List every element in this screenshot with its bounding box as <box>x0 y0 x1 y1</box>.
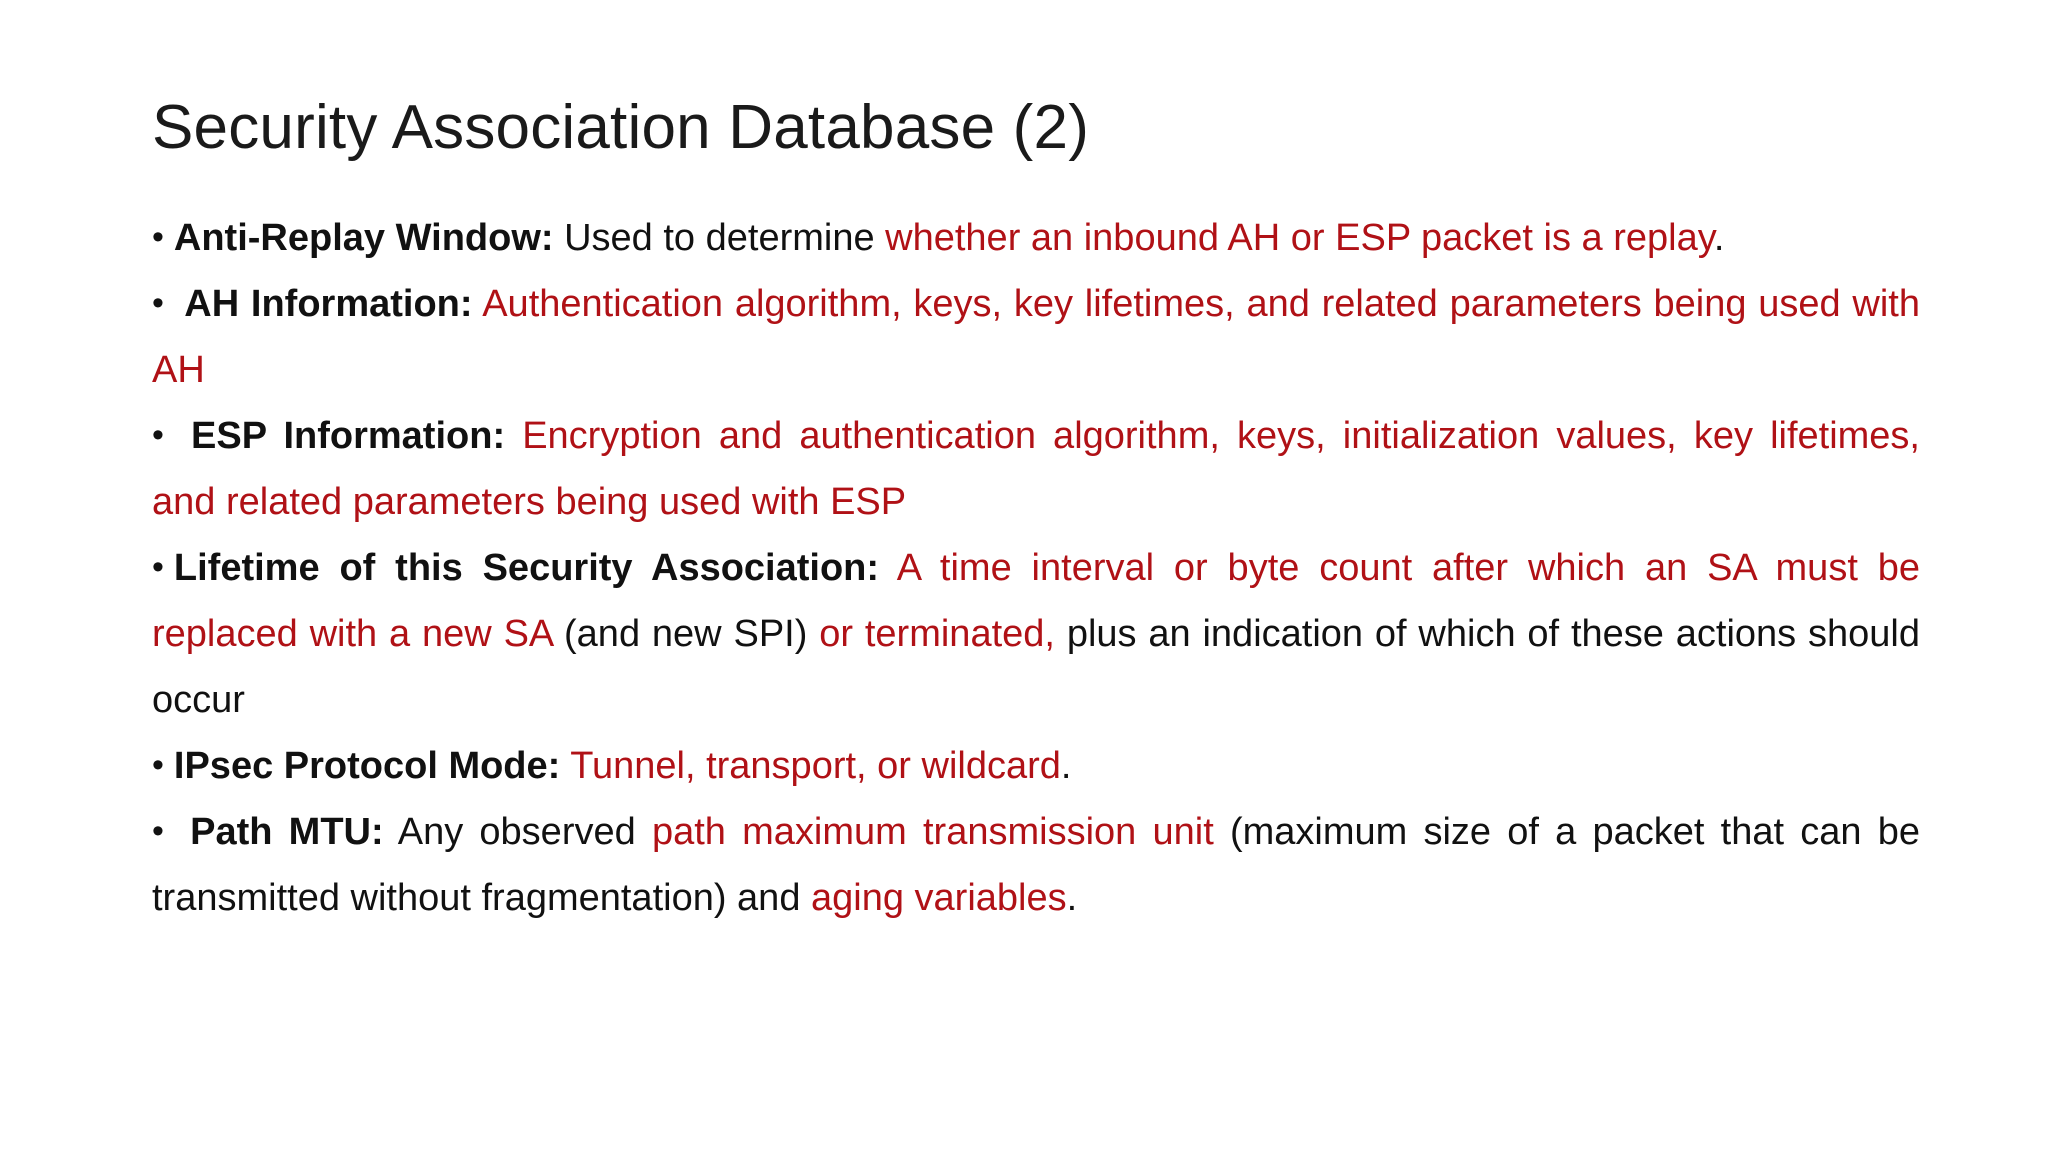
bullet-dot-icon: • <box>152 217 164 256</box>
bullet-segment-1: Tunnel, transport, or wildcard <box>570 745 1061 787</box>
bullet-anti-replay-window: •Anti-Replay Window: Used to determine w… <box>152 205 1920 271</box>
bullet-esp-information: • ESP Information: Encryption and authen… <box>152 403 1920 535</box>
bullet-segment-0: Authentication algorithm, keys, key life… <box>152 283 1920 391</box>
bullet-dot-icon: • <box>152 811 164 850</box>
bullet-segment-3: plus an indication of which of these act… <box>152 613 1920 721</box>
bullet-ipsec-protocol-mode: •IPsec Protocol Mode: Tunnel, transport,… <box>152 733 1920 799</box>
bullet-term: Path MTU: <box>173 811 384 853</box>
bullet-segment-4: . <box>1066 877 1078 919</box>
bullet-segment-2: or terminated, <box>819 613 1055 655</box>
bullet-term: Anti-Replay Window: <box>173 217 554 259</box>
bullet-path-mtu: • Path MTU: Any observed path maximum tr… <box>152 799 1920 931</box>
bullet-segment-0 <box>560 745 570 787</box>
bullet-segment-0: Encryption and authentication algorithm,… <box>152 415 1920 523</box>
bullet-lifetime-of-this-security-association: •Lifetime of this Security Association: … <box>152 535 1920 733</box>
bullet-term: IPsec Protocol Mode: <box>173 745 561 787</box>
bullet-segment-3: aging variables <box>811 877 1067 919</box>
bullet-segment-1: whether an inbound AH or ESP packet is a… <box>885 217 1714 259</box>
bullet-segment-0: Any observed <box>383 811 652 853</box>
bullet-term: AH Information: <box>173 283 473 325</box>
bullet-segment-2: (maximum size of a packet that can be tr… <box>152 811 1920 919</box>
bullet-ah-information: • AH Information: Authentication algorit… <box>152 271 1920 403</box>
bullet-segment-2: . <box>1713 217 1725 259</box>
bullet-dot-icon: • <box>152 547 164 586</box>
bullet-segment-2: . <box>1060 745 1072 787</box>
bullet-segment-0: Used to determine <box>553 217 886 259</box>
bullet-segment-1: (and new SPI) <box>552 613 820 655</box>
page-title: Security Association Database (2) <box>152 92 1090 162</box>
bullet-segment-0: A time interval or byte count after whic… <box>152 547 1920 655</box>
bullet-term: Lifetime of this Security Association: <box>173 547 880 589</box>
bullet-dot-icon: • <box>152 745 164 784</box>
bullet-segment-1: path maximum transmission unit <box>651 811 1214 853</box>
slide-body: •Anti-Replay Window: Used to determine w… <box>152 205 1920 931</box>
bullet-dot-icon: • <box>152 415 164 454</box>
bullet-dot-icon: • <box>152 283 164 322</box>
bullet-term: ESP Information: <box>173 415 506 457</box>
